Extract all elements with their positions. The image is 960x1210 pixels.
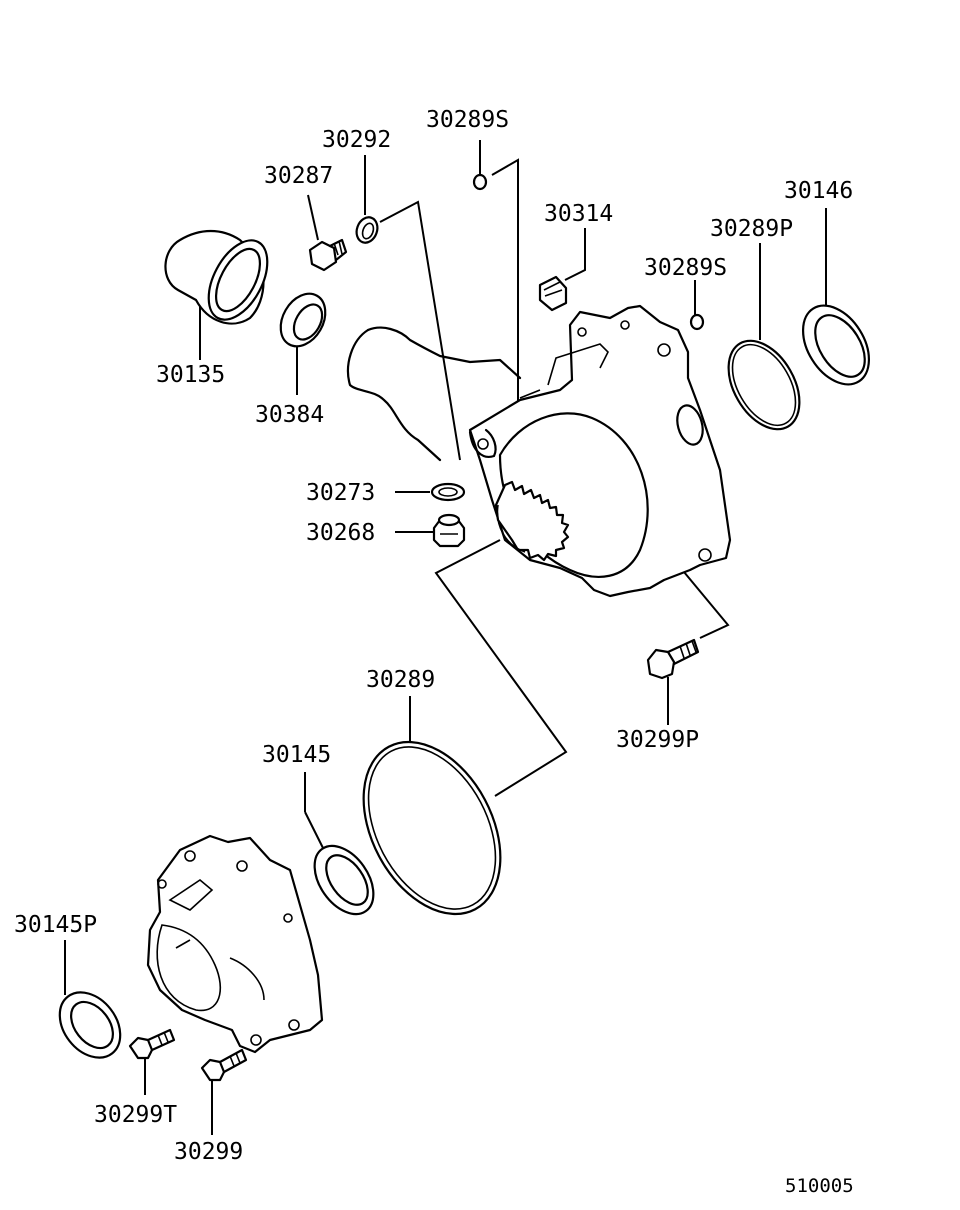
seal-part-30145 <box>313 844 375 916</box>
oring-part-30289S-right <box>689 313 705 331</box>
seal-part-30145P <box>58 991 122 1059</box>
washer-part-30273 <box>430 482 466 502</box>
sleeve-part-30135 <box>164 230 269 325</box>
bolt-part-30299P <box>646 638 700 680</box>
label-30299P: 30299P <box>616 727 699 753</box>
sensor-part-30314 <box>538 275 568 312</box>
label-30273: 30273 <box>306 480 375 506</box>
label-30314: 30314 <box>544 201 613 227</box>
label-30289S-top: 30289S <box>426 107 509 133</box>
label-30292: 30292 <box>322 127 391 153</box>
label-30384: 30384 <box>255 402 324 428</box>
label-30145P: 30145P <box>14 912 97 938</box>
transfer-housing <box>346 304 732 598</box>
label-30299T: 30299T <box>94 1102 177 1128</box>
rear-cover <box>146 834 324 1054</box>
label-30146: 30146 <box>784 178 853 204</box>
label-30287: 30287 <box>264 163 333 189</box>
label-30289P: 30289P <box>710 216 793 242</box>
label-30299: 30299 <box>174 1139 243 1165</box>
diagram-code: 510005 <box>785 1175 854 1197</box>
bolt-part-30299T <box>128 1028 176 1060</box>
label-30289: 30289 <box>366 667 435 693</box>
plug-part-30287 <box>308 238 348 272</box>
ring-part-30292 <box>355 216 379 244</box>
oring-part-30289S-top <box>472 173 488 191</box>
plug-part-30268 <box>432 513 466 548</box>
oring-part-30289 <box>362 740 502 916</box>
seal-part-30384 <box>279 292 327 348</box>
label-30135: 30135 <box>156 362 225 388</box>
leader-lines <box>64 140 827 1135</box>
label-30145: 30145 <box>262 742 331 768</box>
oring-part-30289P <box>727 339 801 431</box>
seal-part-30146 <box>801 304 871 386</box>
part-labels: 30289S 30292 30287 30314 30146 30289P 30… <box>14 107 854 1197</box>
label-30289S-right: 30289S <box>644 255 727 281</box>
label-30268: 30268 <box>306 520 375 546</box>
bolt-part-30299 <box>200 1048 248 1082</box>
